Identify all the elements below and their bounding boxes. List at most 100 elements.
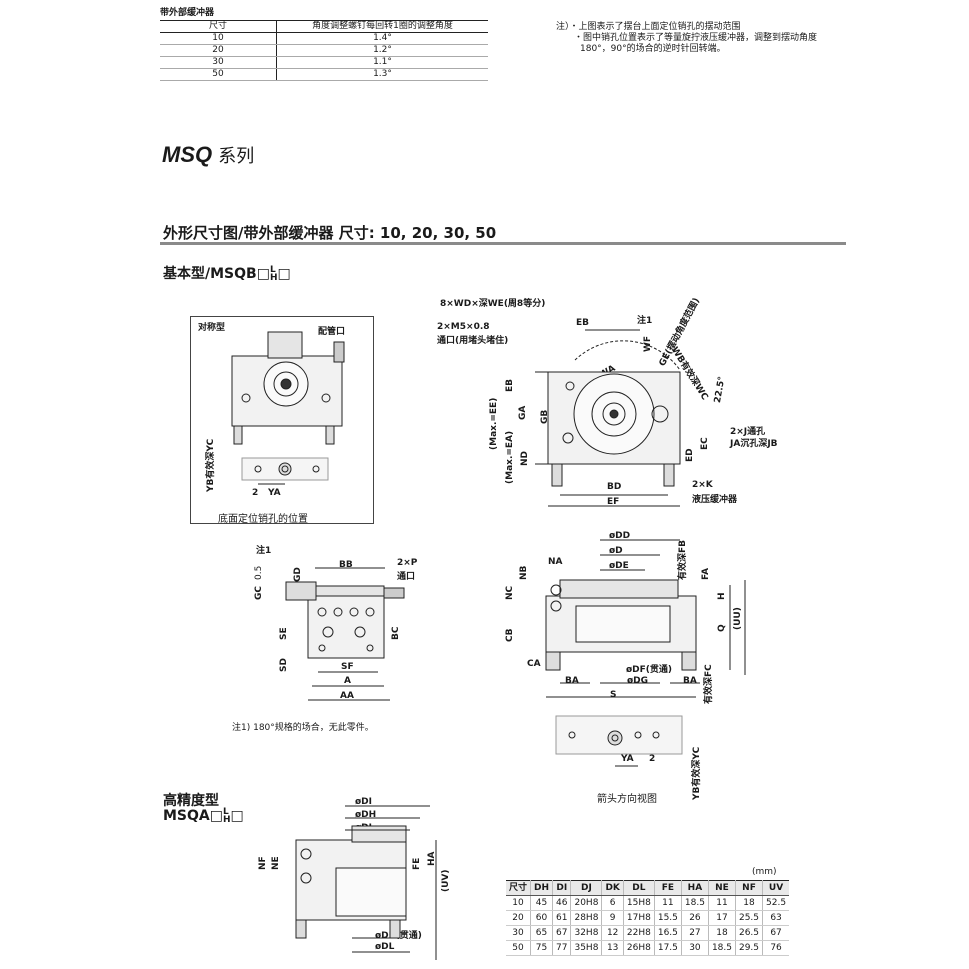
table-cell: 10 <box>160 32 277 45</box>
table-header: HA <box>680 880 709 896</box>
j-label: 2×J通孔 <box>730 427 766 437</box>
k-label: 2×K <box>692 480 713 490</box>
dd-label: øDD <box>609 531 631 541</box>
table-cell: 17 <box>707 910 736 926</box>
table-cell: 32H8 <box>570 925 602 941</box>
table-header: DK <box>601 880 624 896</box>
note-line: ・图中销孔位置表示了等量旋拧液压缓冲器，调整到摆动角度 <box>574 33 818 43</box>
two-label: 2 <box>252 488 259 498</box>
p-port-label: 通口 <box>397 572 416 582</box>
symmetric-body <box>231 331 345 485</box>
table-cell: 75 <box>530 940 553 956</box>
table-header-row: 尺寸 DH DI DJ DK DL FE HA NE NF UV <box>506 880 790 896</box>
de-label: øDE <box>609 561 629 571</box>
table-cell: 1.1° <box>276 56 488 69</box>
na-label: NA <box>548 557 563 567</box>
table-cell: 46 <box>552 895 571 911</box>
table-cell: 22H8 <box>622 925 655 941</box>
table-cell: 77 <box>552 940 571 956</box>
adjust-table-header: 尺寸 <box>160 20 277 33</box>
table-cell: 18 <box>734 895 763 911</box>
table-cell: 45 <box>530 895 553 911</box>
table-cell: 18.5 <box>680 895 709 911</box>
table-cell: 25.5 <box>734 910 763 926</box>
hp-title2-text: MSQA <box>163 808 210 824</box>
basic-title-text: 基本型/MSQB <box>163 266 257 282</box>
di-label: øDI <box>355 797 373 807</box>
note1-label: 注1 <box>637 316 653 326</box>
df-label: øDF(贯通) <box>626 665 673 675</box>
series-code: MSQ <box>162 142 213 167</box>
ya-label: YA <box>268 488 281 498</box>
note-top: 注）・上图表示了摆台上面定位销孔的摆动范围 ・图中销孔位置表示了等量旋拧液压缓冲… <box>556 22 817 55</box>
table-cell: 18.5 <box>707 940 736 956</box>
dh-label: øDH <box>355 810 377 820</box>
ja-label: JA沉孔深JB <box>730 439 778 449</box>
table-cell: 6 <box>601 895 624 911</box>
table-cell: 20 <box>506 910 531 926</box>
table-header: UV <box>762 880 790 896</box>
table-cell: 29.5 <box>734 940 763 956</box>
table-cell: 20 <box>160 44 277 57</box>
section-divider <box>160 242 846 245</box>
symmetric-frame <box>190 316 374 524</box>
table-cell: 17H8 <box>622 910 655 926</box>
bb-label: BB <box>339 560 353 570</box>
a-label: A <box>344 676 351 686</box>
ba-right-label: BA <box>683 676 697 686</box>
table-cell: 61 <box>552 910 571 926</box>
table-cell: 1.4° <box>276 32 488 45</box>
port-label: 配管口 <box>318 327 346 337</box>
hp-view-body <box>295 805 437 960</box>
table-cell: 26H8 <box>622 940 655 956</box>
ba-left-label: BA <box>565 676 579 686</box>
bottom-caption: 底面定位销孔的位置 <box>218 514 308 525</box>
shock-label: 液压缓冲器 <box>692 495 738 505</box>
table-cell: 50 <box>506 940 531 956</box>
wd-label: 8×WD×深WE(周8等分) <box>440 299 546 309</box>
note-line: 180°，90°的场合的逆时针回转端。 <box>580 44 726 54</box>
table-cell: 1.3° <box>276 68 488 81</box>
table-cell: 67 <box>762 925 790 941</box>
front-view-body <box>285 567 405 701</box>
table-cell: 11 <box>653 895 682 911</box>
note180-label: 注1) 180°规格的场合，无此零件。 <box>232 723 374 733</box>
table-cell: 1.2° <box>276 44 488 57</box>
table-header: DJ <box>570 880 602 896</box>
table-cell: 13 <box>601 940 624 956</box>
table-cell: 30 <box>680 940 709 956</box>
table-cell: 63 <box>762 910 790 926</box>
table-header: DL <box>622 880 655 896</box>
eb-label: EB <box>576 318 590 328</box>
table-cell: 20H8 <box>570 895 602 911</box>
p-label: 2×P <box>397 558 418 568</box>
arrow-ya-label: YA <box>621 754 634 764</box>
adjust-table-header: 角度调整螺钉每回转1圈的调整角度 <box>276 20 488 33</box>
table-cell: 30 <box>506 925 531 941</box>
table-header: NF <box>734 880 763 896</box>
table-cell: 52.5 <box>762 895 790 911</box>
table-cell: 15H8 <box>622 895 655 911</box>
table-header: DI <box>552 880 571 896</box>
aa-label: AA <box>340 691 354 701</box>
ca-label: CA <box>527 659 541 669</box>
table-cell: 65 <box>530 925 553 941</box>
dim-unit: (mm) <box>752 867 777 877</box>
ef-label: EF <box>607 497 620 507</box>
s-label: S <box>610 690 617 700</box>
m5-label: 2×M5×0.8 <box>437 322 490 332</box>
table-cell: 67 <box>552 925 571 941</box>
table-cell: 76 <box>762 940 790 956</box>
table-cell: 10 <box>506 895 531 911</box>
table-cell: 18 <box>707 925 736 941</box>
table-cell: 28H8 <box>570 910 602 926</box>
table-cell: 26 <box>680 910 709 926</box>
